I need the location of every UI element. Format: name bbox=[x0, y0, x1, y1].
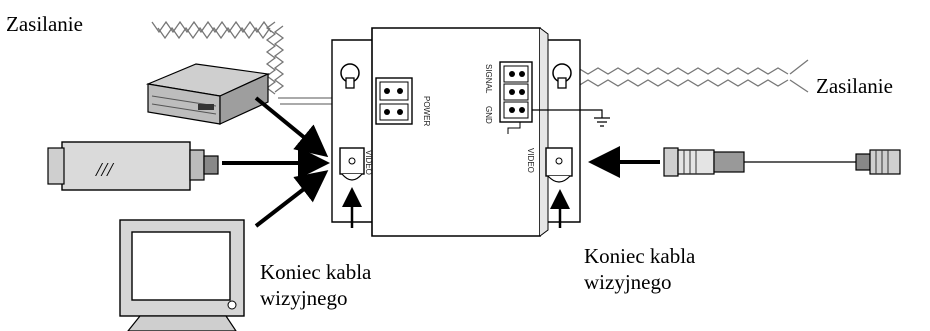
signal-terminal-label: SIGNAL bbox=[484, 64, 493, 94]
ground-symbol-icon bbox=[532, 109, 610, 127]
cable-end-pointers bbox=[342, 187, 570, 228]
power-label-right: Zasilanie bbox=[816, 74, 893, 98]
cable-end-label-right-line1: Koniec kabla bbox=[584, 244, 696, 268]
video-transformer-device: POWER SIGNAL GND bbox=[331, 27, 610, 237]
dvr-recorder-icon bbox=[145, 63, 271, 125]
mounting-hole-right-icon bbox=[552, 63, 572, 89]
arrow-dvr-to-input bbox=[254, 96, 329, 158]
power-label-left: Zasilanie bbox=[6, 12, 83, 36]
power-terminal-label: POWER bbox=[422, 96, 431, 126]
power-terminal-block: POWER bbox=[375, 77, 431, 126]
arrow-monitor-to-input bbox=[254, 170, 329, 228]
cable-end-label-right-line2: wizyjnego bbox=[584, 270, 672, 294]
cctv-camera-icon: /// bbox=[47, 141, 219, 191]
mounting-hole-left-icon bbox=[340, 63, 360, 89]
bnc-socket-left: VIDEO bbox=[339, 147, 373, 181]
ground-terminal-label: GND bbox=[484, 106, 493, 124]
bnc-socket-right: VIDEO bbox=[526, 147, 573, 183]
connection-arrows bbox=[222, 96, 660, 228]
cable-end-label-left-line1: Koniec kabla bbox=[260, 260, 372, 284]
video-right-label: VIDEO bbox=[526, 148, 535, 173]
crt-monitor-icon bbox=[119, 219, 245, 331]
camera-logo: /// bbox=[95, 159, 115, 181]
cable-end-label-left-line2: wizyjnego bbox=[260, 286, 348, 310]
video-left-label: VIDEO bbox=[364, 150, 373, 175]
bnc-cable-icon bbox=[663, 147, 901, 177]
power-cable-left-icon bbox=[151, 20, 372, 105]
signal-terminal-block: SIGNAL GND bbox=[484, 61, 533, 134]
